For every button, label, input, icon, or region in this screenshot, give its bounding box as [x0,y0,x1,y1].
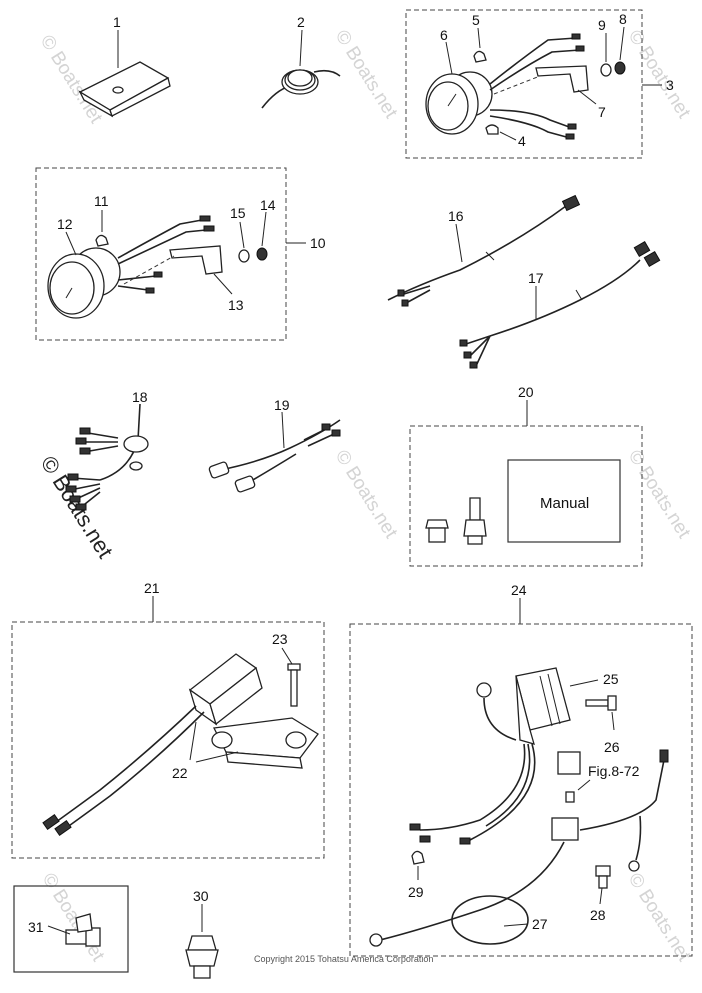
part-17-harness: 17 [459,240,661,369]
part-1-pouch: 1 [78,14,171,118]
callout-14: 14 [260,197,276,213]
callout-13: 13 [228,297,244,313]
part-16-harness: 16 [385,194,581,307]
callout-5: 5 [472,12,480,28]
watermark: © Boats.net [624,447,695,543]
callout-22: 22 [172,765,188,781]
callout-12: 12 [57,216,73,232]
part-30-fitting: 30 [185,888,219,979]
callout-15: 15 [230,205,246,221]
watermark: © Boats.net [624,870,695,966]
copyright-text: Copyright 2015 Tohatsu America Corporati… [254,954,433,964]
callout-27: 27 [532,916,548,932]
callout-23: 23 [272,631,288,647]
kit-24-regulator: 24 25 26 Fig.8-72 [349,582,693,957]
callout-19: 19 [274,397,290,413]
callout-1: 1 [113,14,121,30]
callout-16: 16 [448,208,464,224]
kit-21-coil: 21 23 22 [11,580,325,859]
watermark: © Boats.net [331,27,402,123]
callout-29: 29 [408,884,424,900]
watermark: © Boats.net [624,27,695,123]
callout-25: 25 [603,671,619,687]
callout-30: 30 [193,888,209,904]
kit-20-manual: 20 Manual [409,384,643,567]
callout-28: 28 [590,907,606,923]
part-19-harness: 19 [208,397,341,493]
watermark: © Boats.net [36,32,107,128]
manual-book [507,459,621,543]
kit-10-gauge: 10 12 11 13 15 14 [35,167,326,341]
callout-4: 4 [518,133,526,149]
callout-3: 3 [666,77,674,93]
callout-2: 2 [297,14,305,30]
callout-8: 8 [619,11,627,27]
watermark: © Boats.net [38,870,109,966]
callout-24: 24 [511,582,527,598]
part-31-fitting: 31 [13,885,129,973]
callout-7: 7 [598,104,606,120]
callout-21: 21 [144,580,160,596]
kit-3-gauge: 3 5 4 7 9 8 6 [405,9,674,159]
callout-31: 31 [28,919,44,935]
callout-20: 20 [518,384,534,400]
part-2-spring: 2 [261,14,341,109]
watermark: © Boats.net [331,447,402,543]
callout-11: 11 [94,193,109,209]
manual-label: Manual [540,495,589,512]
callout-17: 17 [528,270,544,286]
callout-18: 18 [132,389,148,405]
callout-9: 9 [598,17,606,33]
callout-10: 10 [310,235,326,251]
callout-fig: Fig.8-72 [588,763,640,779]
callout-6: 6 [440,27,448,43]
watermarks: © Boats.net © Boats.net © Boats.net © Bo… [36,27,695,966]
part-18-harness: 18 [65,389,149,511]
callout-26: 26 [604,739,620,755]
